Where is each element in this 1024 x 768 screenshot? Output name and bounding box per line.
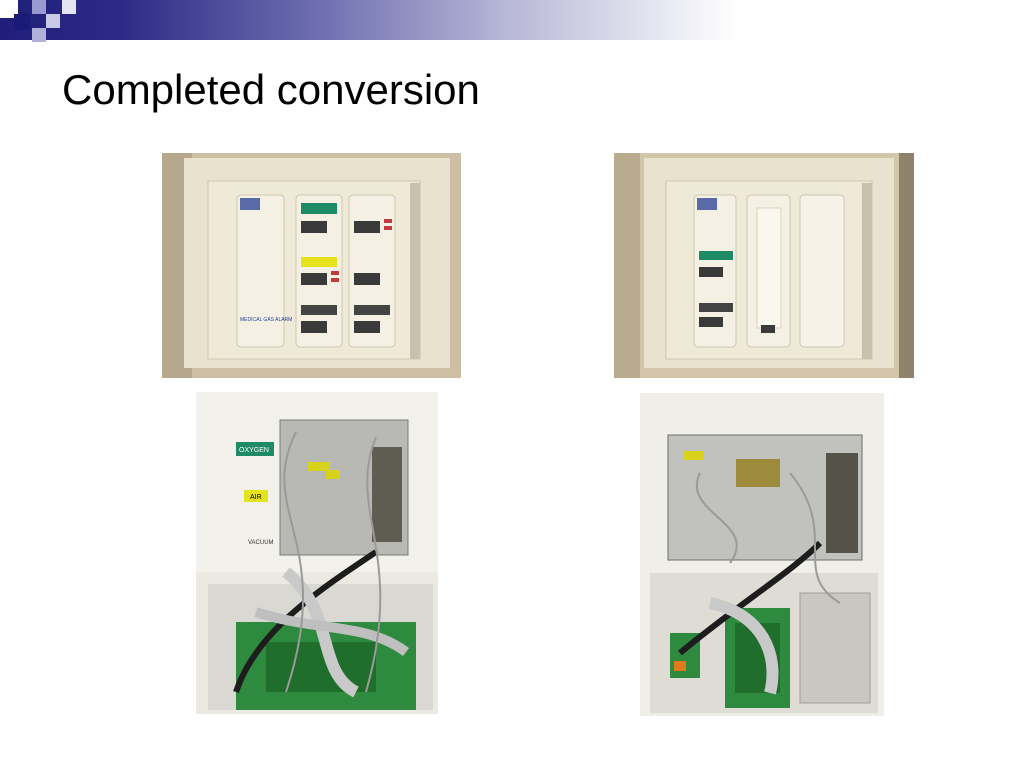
decor-square-5: [32, 28, 46, 42]
gas-label-oxygen: OXYGEN: [239, 447, 269, 454]
photo-open-cabinet-right: [640, 393, 884, 716]
gas-label-vacuum: VACUUM: [248, 540, 274, 546]
decor-square-6: [62, 0, 76, 14]
panel-brand-label: MEDICAL GAS ALARM: [240, 317, 292, 323]
decor-square-1: [0, 0, 18, 18]
photo-alarm-panel-front-right: [614, 153, 914, 378]
gas-label-air: AIR: [250, 494, 262, 501]
header-gradient-band: [0, 0, 1024, 40]
decor-square-2: [14, 14, 30, 30]
decor-square-4: [46, 14, 60, 28]
slide-title: Completed conversion: [62, 66, 480, 113]
photo-alarm-panel-front-left: MEDICAL GAS ALARM: [162, 153, 461, 378]
photo-open-cabinet-left: OXYGEN AIR VACUUM: [196, 392, 438, 714]
decor-square-3: [32, 0, 46, 14]
